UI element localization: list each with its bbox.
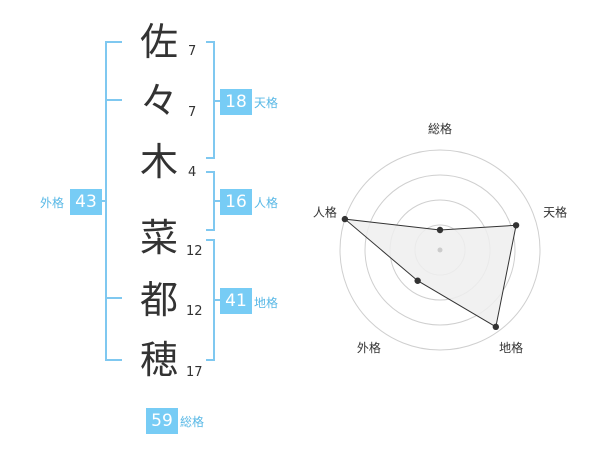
gaikaku-badge: 43 [70,189,102,215]
radar-axis-label-1: 総格 [428,121,452,136]
radar-ring-4 [339,149,541,351]
radar-axis-label-4: 外格 [357,340,381,355]
chikaku-badge: 41 [220,288,252,314]
name-char-3: 木 [139,140,178,184]
tenkaku-label: 天格 [254,96,279,110]
tenkaku-badge: 18 [220,89,252,115]
stroke-count-6: 17 [186,365,203,380]
radar-axis-label-3: 地格 [499,340,523,355]
radar-point-5 [341,215,349,223]
soukaku-badge: 59 [146,408,178,434]
stroke-count-5: 12 [186,304,203,319]
soukaku-label: 総格 [180,415,205,429]
gaikaku-label: 外格 [40,196,65,210]
radar-axis-label-2: 天格 [543,205,567,220]
name-char-4: 菜 [139,216,178,260]
radar-data-area [343,218,517,328]
radar-point-1 [436,226,444,234]
radar-ring-3 [364,174,516,326]
radar-point-4 [414,277,421,284]
stroke-count-1: 7 [188,44,197,59]
stroke-count-2: 7 [188,105,197,120]
radar-center-dot [437,247,443,253]
name-char-6: 穂 [139,338,178,382]
stroke-count-4: 12 [186,244,203,259]
radar-point-3 [492,323,500,331]
name-char-5: 都 [139,278,178,322]
chikaku-label: 地格 [254,296,279,310]
stroke-count-3: 4 [188,165,197,180]
name-char-1: 佐 [139,20,178,64]
jinkaku-label: 人格 [254,196,279,210]
radar-point-2 [512,222,520,229]
name-char-2: 々 [139,79,178,123]
jinkaku-badge: 16 [220,189,252,215]
radar-axis-label-5: 人格 [313,205,337,220]
